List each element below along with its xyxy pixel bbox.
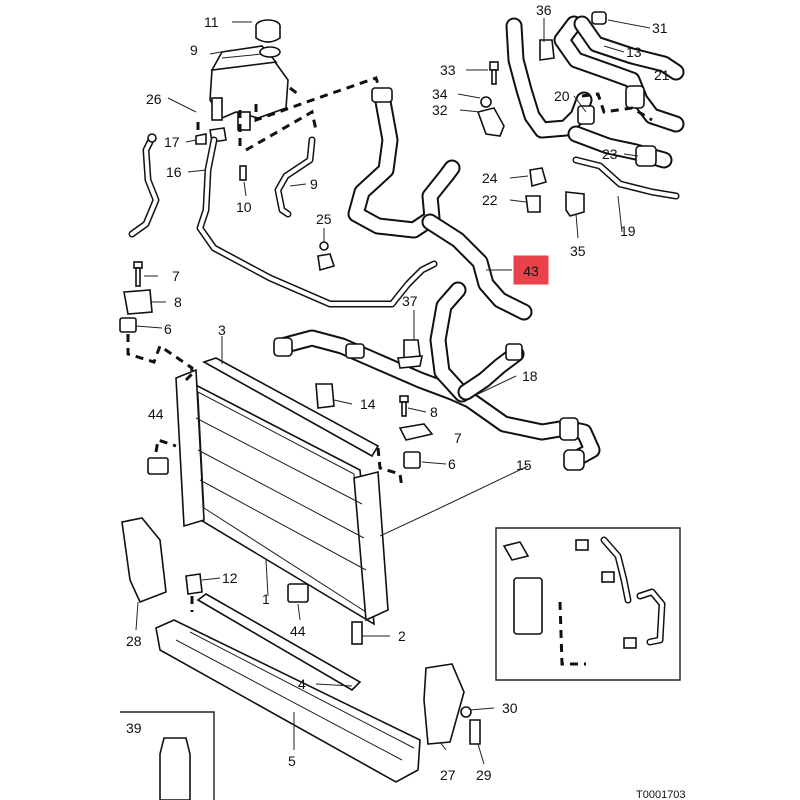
callout-9-upper[interactable]: 7: [172, 268, 180, 284]
deflector-30[interactable]: [121, 517, 167, 604]
leader-lines: [135, 18, 651, 765]
callout-16[interactable]: 14: [360, 396, 376, 412]
bracket-8[interactable]: [123, 289, 153, 315]
pad-44-lower[interactable]: [287, 583, 309, 603]
callout-34[interactable]: 32: [432, 102, 448, 118]
lower-panel-5[interactable]: [155, 619, 421, 783]
callout-44-left[interactable]: 44: [148, 406, 164, 422]
callout-20[interactable]: 18: [522, 368, 538, 384]
clip-39[interactable]: [397, 339, 423, 369]
sensor-16[interactable]: [315, 383, 335, 409]
clip-38[interactable]: [539, 39, 555, 61]
clamp-27[interactable]: [317, 241, 336, 272]
strip-4[interactable]: [196, 593, 362, 692]
callout-21[interactable]: 19: [620, 223, 636, 239]
pin-12[interactable]: [239, 165, 247, 181]
mount-14[interactable]: [185, 573, 203, 595]
callout-10[interactable]: 9: [190, 42, 198, 58]
strip-3[interactable]: [202, 357, 380, 458]
bolt-31[interactable]: [469, 719, 481, 745]
callout-28[interactable]: 26: [146, 91, 162, 107]
callout-25[interactable]: 23: [602, 146, 618, 162]
mount-6-right[interactable]: [403, 451, 421, 469]
callout-38[interactable]: 36: [536, 2, 552, 18]
callout-27[interactable]: 25: [316, 211, 332, 227]
callout-1[interactable]: 1: [262, 591, 270, 607]
bolt-24[interactable]: [525, 195, 541, 213]
highlight-badge[interactable]: [513, 255, 549, 285]
drain-plug-2[interactable]: [351, 621, 363, 645]
callout-40[interactable]: 39: [126, 720, 142, 736]
callout-19[interactable]: 17: [164, 134, 180, 150]
bracket-37[interactable]: [565, 191, 585, 217]
callout-6-left[interactable]: 6: [164, 321, 172, 337]
bolt-35[interactable]: [489, 61, 499, 85]
callout-13[interactable]: 11: [204, 14, 219, 30]
callout-44-lower[interactable]: 44: [290, 623, 306, 639]
callout-36[interactable]: 34: [432, 86, 448, 102]
bolt-9-upper[interactable]: [133, 261, 143, 287]
washer-32[interactable]: [460, 706, 472, 718]
callout-9-lower[interactable]: 8: [430, 404, 438, 420]
callout-14[interactable]: 12: [222, 570, 238, 586]
callout-37[interactable]: 35: [570, 243, 586, 259]
bracket-29[interactable]: [423, 663, 465, 745]
callout-labels: 11 9 26 17 16 10 9 25 7 8 6 3 14 8 7 6 1…: [126, 2, 670, 783]
callout-30[interactable]: 28: [126, 633, 142, 649]
detail-inset-40: [120, 711, 215, 800]
callout-26[interactable]: 24: [482, 170, 498, 186]
mount-6-left[interactable]: [119, 317, 137, 333]
pad-44-left[interactable]: [147, 457, 169, 475]
callout-5[interactable]: 5: [288, 753, 296, 769]
callout-2[interactable]: 2: [398, 628, 406, 644]
callout-22[interactable]: 20: [554, 88, 570, 104]
callout-39[interactable]: 37: [402, 293, 418, 309]
highlight-label: 43: [523, 263, 539, 279]
bracket-34[interactable]: [476, 107, 505, 137]
callout-17[interactable]: 15: [516, 457, 532, 473]
callout-12[interactable]: 10: [236, 199, 252, 215]
expansion-tank[interactable]: [209, 45, 289, 131]
tank-cap[interactable]: [255, 19, 281, 58]
footer-code: T0001703: [636, 789, 686, 800]
washer-36[interactable]: [480, 96, 492, 108]
callout-4[interactable]: 4: [298, 676, 306, 692]
callout-31[interactable]: 29: [476, 767, 492, 783]
callout-18[interactable]: 16: [166, 164, 182, 180]
callout-6-right[interactable]: 6: [448, 456, 456, 472]
callout-32[interactable]: 30: [502, 700, 518, 716]
bolt-9-lower[interactable]: [399, 395, 409, 417]
callout-8[interactable]: 8: [174, 294, 182, 310]
callout-29[interactable]: 27: [440, 767, 456, 783]
callout-24[interactable]: 22: [482, 192, 498, 208]
callout-15[interactable]: 13: [626, 44, 642, 60]
callout-33[interactable]: 31: [652, 20, 668, 36]
detail-inset: [495, 527, 681, 681]
callout-35[interactable]: 33: [440, 62, 456, 78]
bracket-7[interactable]: [398, 423, 434, 441]
callout-7[interactable]: 7: [454, 430, 462, 446]
callout-11[interactable]: 9: [310, 176, 318, 192]
callout-23[interactable]: 21: [654, 67, 670, 83]
callout-3[interactable]: 3: [218, 322, 226, 338]
coolant-bottle-40[interactable]: [159, 737, 191, 800]
radiator[interactable]: [175, 368, 389, 626]
mount-26[interactable]: [529, 167, 547, 188]
